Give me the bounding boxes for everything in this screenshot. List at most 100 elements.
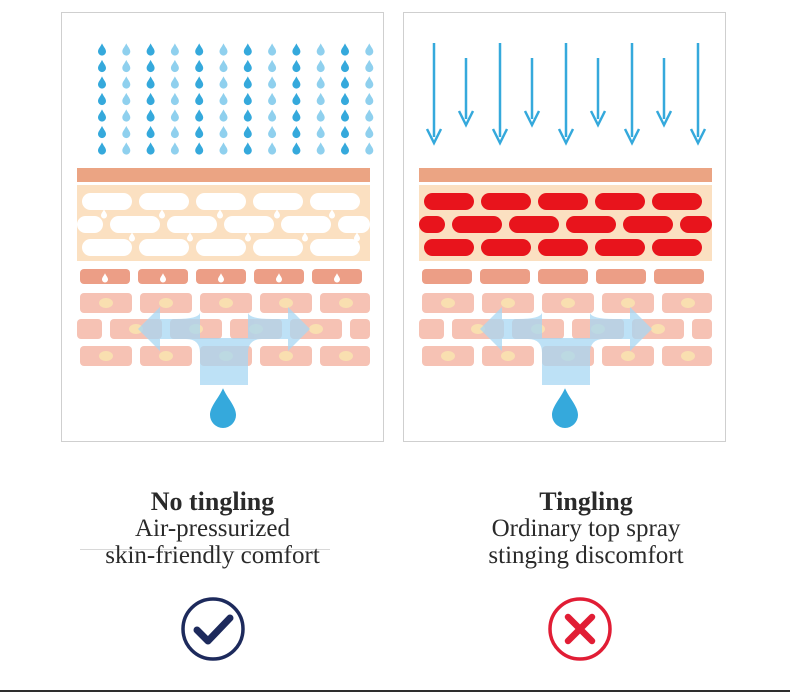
penetrating-drop [334,273,340,283]
irritated-cell [595,193,645,210]
spray-arrow-head [457,110,475,128]
mist-drop [316,59,325,73]
mist-drop [243,125,252,139]
mist-drop [292,43,301,56]
mist-drop [170,59,179,73]
mist-drop [170,43,179,56]
skin-cell [196,239,246,256]
mist-drop [98,59,106,73]
mist-drop [316,142,325,155]
skin-cell [77,216,103,233]
spray-arrow-head [491,128,509,146]
caption-title: No tingling [150,487,275,516]
skin-diagram-mist [77,43,374,428]
penetrating-drop [245,232,251,242]
cell-nucleus [441,298,455,308]
caption-title: Tingling [539,487,633,516]
skin-cell [82,239,132,256]
mist-drop [195,59,204,73]
mist-drop [195,125,204,139]
spray-arrow-head [425,128,443,146]
deep-cell [350,319,370,339]
spray-arrow-head [557,128,575,146]
mist-drop [195,142,204,155]
flow-arrow-left [138,307,200,353]
skin-cell [310,193,360,210]
mist-drop [195,76,204,89]
mist-drop [219,59,228,73]
flow-arrow-stem [542,338,590,385]
cell-nucleus [621,298,635,308]
mist-drop [195,43,204,56]
mist-drop [341,59,349,73]
cell-nucleus [339,351,353,361]
mist-drop [292,76,301,89]
lower-brick [654,269,704,284]
skin-cell [281,216,331,233]
cell-nucleus [219,298,233,308]
mist-drop [98,142,106,155]
cell-nucleus [651,324,665,334]
panel-tingling [403,12,726,442]
irritated-cell [424,193,474,210]
mist-drop [268,92,277,106]
cell-nucleus [441,351,455,361]
mist-drop [316,92,325,106]
mist-drop [365,76,374,89]
caption-tingling: Tingling Ordinary top spray stinging dis… [420,488,752,569]
mist-drop [170,109,179,122]
mist-drop [219,125,228,139]
skin-diagram-spray [419,43,712,428]
mist-drop [268,76,277,89]
penetrating-drop [218,273,224,283]
cell-nucleus [279,351,293,361]
mist-drop [341,125,349,139]
flow-arrow-left [480,307,542,353]
mist-drop [122,142,131,155]
mist-drop [146,142,155,155]
mist-drop [365,109,374,122]
irritated-cell [481,239,531,256]
mist-drop [268,109,277,122]
irritated-cell [566,216,616,233]
skin-cell [139,239,189,256]
penetrating-drop [276,273,282,283]
cell-nucleus [501,351,515,361]
mist-drop [341,43,349,56]
skin-cell [110,216,160,233]
mist-drop [122,92,131,106]
mist-drop [122,125,131,139]
spray-arrow-head [523,110,541,128]
cell-nucleus [681,298,695,308]
flow-arrows [480,307,652,385]
cross-circle-icon [548,597,612,661]
penetrating-drop [354,232,360,242]
irritated-cell [538,193,588,210]
mist-drop [243,142,252,155]
divider-line [80,549,330,550]
mist-drop [268,59,277,73]
lower-brick [538,269,588,284]
mist-drop [341,142,349,155]
irritated-cell [680,216,712,233]
irritated-cell [538,239,588,256]
cell-nucleus [309,324,323,334]
mist-drop [316,76,325,89]
cell-nucleus [471,324,485,334]
mist-drop [268,43,277,56]
mist-drop [292,109,301,122]
cell-nucleus [159,351,173,361]
mist-drop [243,43,252,56]
flow-arrow-stem [200,338,248,385]
mist-drop [365,125,374,139]
caption-no-tingling: No tingling Air-pressurized skin-friendl… [40,488,385,569]
mist-drop [292,125,301,139]
mist-drop [146,125,155,139]
spray-arrow-head [589,110,607,128]
penetrating-drop [274,209,280,219]
mist-drop [122,43,131,56]
mist-drop [219,142,228,155]
spray-arrow-head [689,128,707,146]
mist-drop [98,125,106,139]
mist-drop [365,43,374,56]
